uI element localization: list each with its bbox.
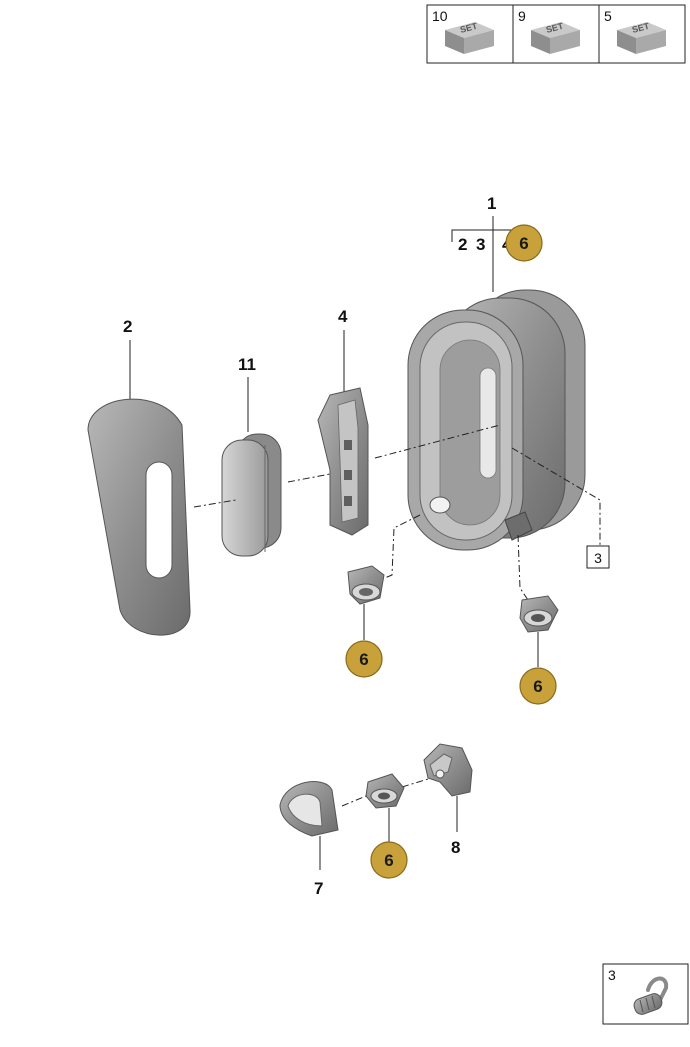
part-3-callout[interactable]: 3 <box>586 545 610 569</box>
set-label: SET <box>631 21 651 35</box>
housing-part-1[interactable] <box>407 289 586 551</box>
set-box-10[interactable]: 10 SET <box>432 8 494 54</box>
inset-number: 3 <box>608 967 616 983</box>
set-box-number: 5 <box>604 8 612 24</box>
part-1-sub-3: 3 <box>476 235 485 254</box>
lamp-cap-part-7[interactable] <box>279 781 339 837</box>
part-2-label: 2 <box>123 317 132 336</box>
part-6-badge-top[interactable]: 6 <box>505 224 543 262</box>
nut-part-6-left[interactable] <box>347 565 385 605</box>
set-label: SET <box>545 21 565 35</box>
part-1-sub-2: 2 <box>458 235 467 254</box>
part-4-label: 4 <box>338 307 348 326</box>
svg-text:6: 6 <box>519 234 528 253</box>
clip-part-4[interactable] <box>317 387 369 536</box>
part-1-callout: 1 2 3 4 6 <box>451 194 543 292</box>
svg-text:6: 6 <box>533 677 542 696</box>
part-7-label: 7 <box>314 879 323 898</box>
part-1-label: 1 <box>487 194 496 213</box>
set-box-9[interactable]: 9 SET <box>518 8 580 54</box>
seal-part-11[interactable] <box>221 433 282 557</box>
part-3-label: 3 <box>594 550 602 566</box>
nut-part-6-bottom[interactable] <box>365 773 405 809</box>
set-label: SET <box>459 21 479 35</box>
set-box-number: 10 <box>432 8 448 24</box>
assembly-lines <box>193 424 601 807</box>
set-box-number: 9 <box>518 8 526 24</box>
set-box-5[interactable]: 5 SET <box>604 8 666 54</box>
part-6-badge-bottom[interactable]: 6 <box>370 841 408 879</box>
part-6-badge-right[interactable]: 6 <box>519 667 557 705</box>
screw-clip-icon <box>633 976 669 1015</box>
bracket-part-8[interactable] <box>423 743 473 797</box>
part-11-callout: 11 <box>238 355 256 432</box>
part-6-badge-left[interactable]: 6 <box>345 640 383 678</box>
svg-text:6: 6 <box>359 650 368 669</box>
part-2-callout: 2 <box>123 317 132 400</box>
part-4-callout: 4 <box>338 307 348 392</box>
nut-part-6-right[interactable] <box>519 595 559 633</box>
svg-text:6: 6 <box>384 851 393 870</box>
inset-part-3[interactable]: 3 <box>602 963 689 1025</box>
set-cube-icon <box>617 22 666 54</box>
set-cube-icon <box>445 22 494 54</box>
set-cube-icon <box>531 22 580 54</box>
plate-part-2[interactable] <box>87 397 191 636</box>
set-boxes: 10 SET 9 SET 5 SET <box>426 4 686 64</box>
part-11-label: 11 <box>238 355 256 374</box>
part-8-label: 8 <box>451 838 460 857</box>
